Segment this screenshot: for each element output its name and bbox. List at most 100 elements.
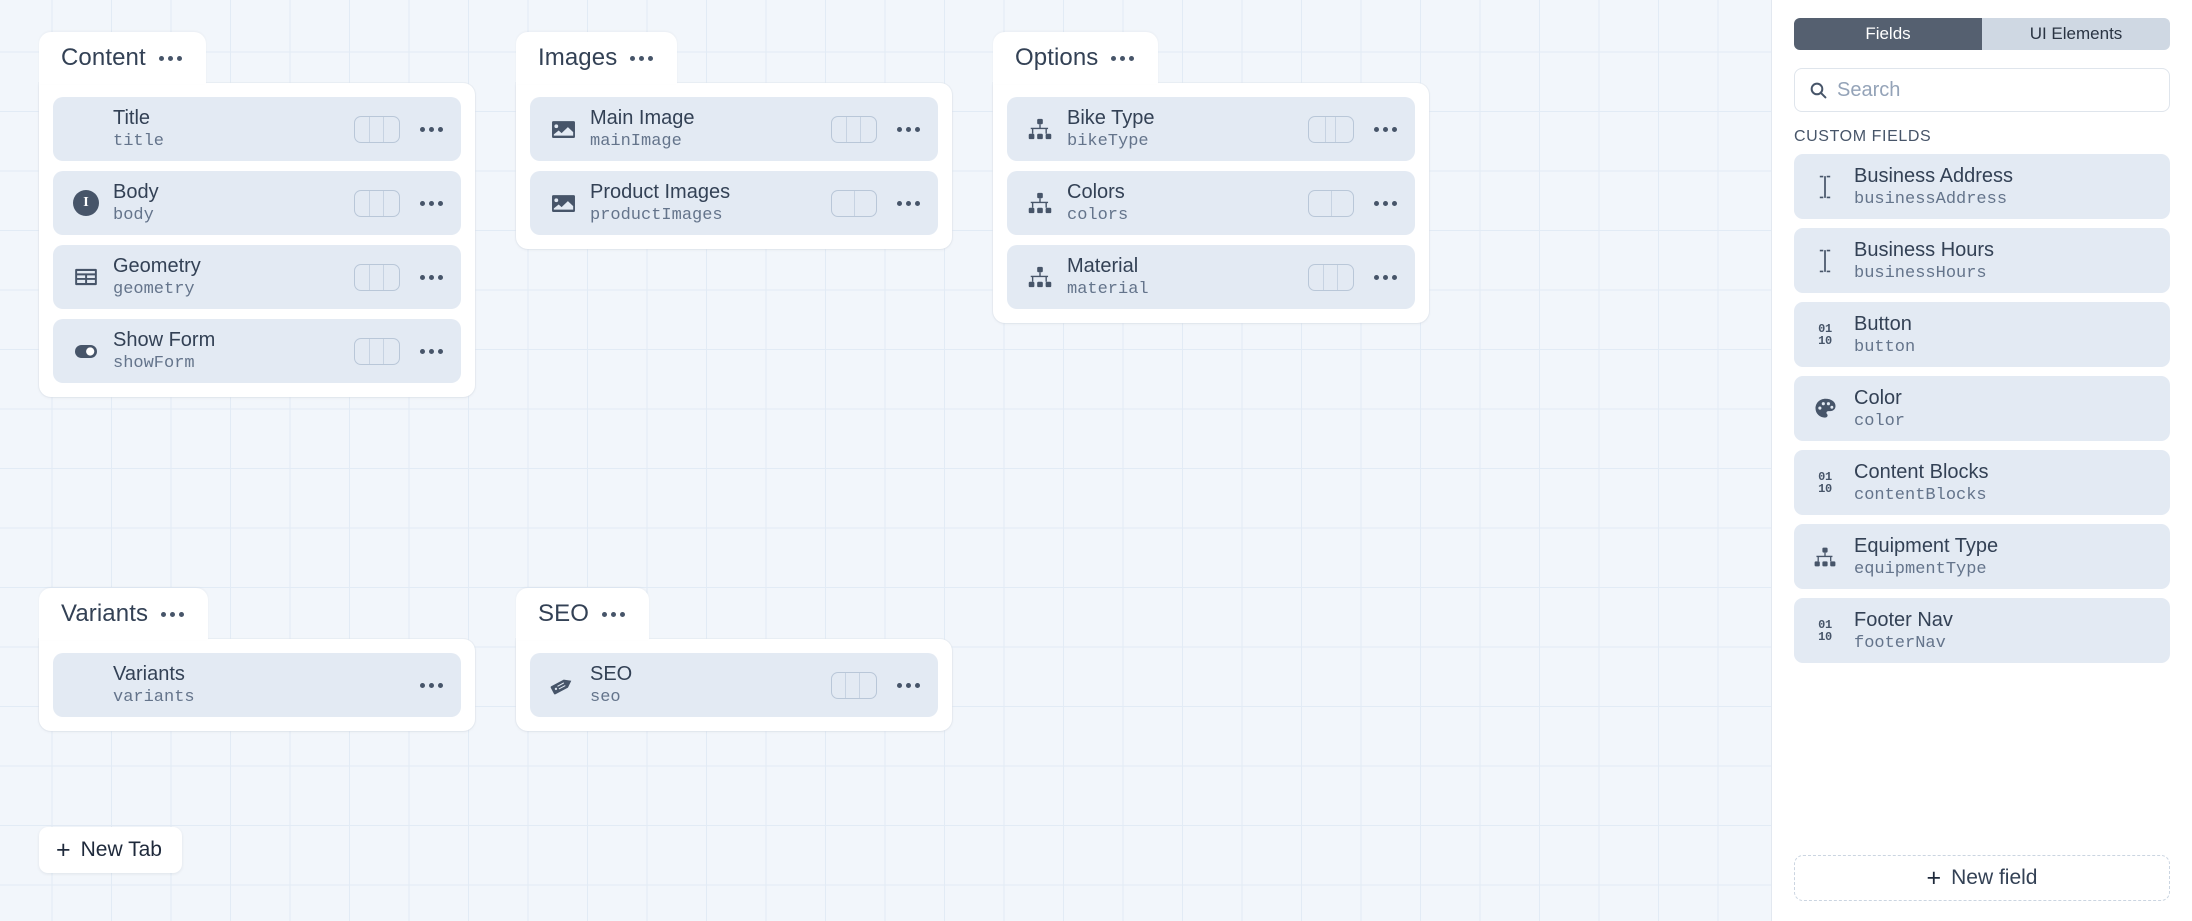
tab-group-content[interactable]: Content Title title <box>39 32 475 397</box>
field-key: showForm <box>113 354 195 373</box>
field-row[interactable]: Product Images productImages <box>530 171 938 235</box>
tab-ui-elements-label: UI Elements <box>2029 24 2123 43</box>
tab-group-body-options: Bike Type bikeType <box>993 83 1429 323</box>
field-label: Variants <box>113 663 185 685</box>
field-width-icon[interactable] <box>354 189 400 217</box>
field-width-icon[interactable] <box>354 263 400 291</box>
schema-canvas[interactable]: Content Title title <box>0 0 1771 921</box>
field-width-icon[interactable] <box>354 115 400 143</box>
no-icon <box>71 670 101 700</box>
field-row[interactable]: Title title <box>53 97 461 161</box>
field-more-options-icon[interactable] <box>420 274 443 280</box>
field-label: Geometry <box>113 255 201 277</box>
field-label: SEO <box>590 663 633 685</box>
field-row[interactable]: I Body body <box>53 171 461 235</box>
tab-group-header-content[interactable]: Content <box>39 32 206 84</box>
tab-group-variants[interactable]: Variants Variants variants <box>39 588 475 731</box>
field-row[interactable]: Variants variants <box>53 653 461 717</box>
field-width-icon[interactable] <box>831 115 877 143</box>
field-row[interactable]: Show Form showForm <box>53 319 461 383</box>
tab-group-images[interactable]: Images Main Image mainImage <box>516 32 952 249</box>
image-icon <box>548 188 578 218</box>
field-row[interactable]: Geometry geometry <box>53 245 461 309</box>
list-item-key: contentBlocks <box>1854 485 1987 505</box>
tab-group-header-seo[interactable]: SEO <box>516 588 649 640</box>
field-more-options-icon[interactable] <box>420 200 443 206</box>
field-key: mainImage <box>590 132 682 151</box>
tab-group-body-seo: SEO seo <box>516 639 952 731</box>
tab-group-header-variants[interactable]: Variants <box>39 588 209 640</box>
field-width-icon[interactable] <box>1308 115 1354 143</box>
tab-group-header-images[interactable]: Images <box>516 32 678 84</box>
field-row[interactable]: Bike Type bikeType <box>1007 97 1415 161</box>
field-more-options-icon[interactable] <box>897 682 920 688</box>
field-label: Main Image <box>590 107 695 129</box>
field-label: Title <box>113 107 151 129</box>
tab-group-body-images: Main Image mainImage Pro <box>516 83 952 249</box>
list-item[interactable]: Business Hours businessHours <box>1794 228 2170 293</box>
list-item-label: Business Hours <box>1854 238 1995 261</box>
field-more-options-icon[interactable] <box>1374 274 1397 280</box>
new-field-button[interactable]: + New field <box>1794 855 2170 901</box>
new-tab-button[interactable]: + New Tab <box>39 827 182 873</box>
sidebar-tab-group: Fields UI Elements <box>1794 18 2170 50</box>
field-key: seo <box>590 688 621 707</box>
field-width-icon[interactable] <box>831 671 877 699</box>
list-item[interactable]: Equipment Type equipmentType <box>1794 524 2170 589</box>
list-item[interactable]: Business Address businessAddress <box>1794 154 2170 219</box>
more-options-icon[interactable] <box>158 55 182 61</box>
field-more-options-icon[interactable] <box>420 682 443 688</box>
list-item-label: Equipment Type <box>1854 534 1999 557</box>
field-more-options-icon[interactable] <box>897 200 920 206</box>
tab-group-seo[interactable]: SEO SEO <box>516 588 952 731</box>
field-label: Material <box>1067 255 1139 277</box>
tab-fields-label: Fields <box>1865 24 1911 43</box>
hierarchy-icon <box>1025 188 1055 218</box>
more-options-icon[interactable] <box>1111 55 1135 61</box>
hierarchy-icon <box>1025 262 1055 292</box>
search-input[interactable] <box>1837 78 2155 102</box>
field-row[interactable]: Colors colors <box>1007 171 1415 235</box>
tab-group-body-variants: Variants variants <box>39 639 475 731</box>
field-key: colors <box>1067 206 1129 225</box>
field-more-options-icon[interactable] <box>1374 126 1397 132</box>
table-icon <box>71 262 101 292</box>
list-item-label: Button <box>1854 312 1912 335</box>
more-options-icon[interactable] <box>161 611 185 617</box>
tab-ui-elements[interactable]: UI Elements <box>1982 18 2170 50</box>
list-item-label: Color <box>1854 386 1902 409</box>
custom-fields-list[interactable]: Business Address businessAddress Busines… <box>1794 154 2170 921</box>
tab-fields[interactable]: Fields <box>1794 18 1982 50</box>
tab-group-header-options[interactable]: Options <box>993 32 1159 84</box>
field-width-icon[interactable] <box>831 189 877 217</box>
more-options-icon[interactable] <box>630 55 654 61</box>
field-more-options-icon[interactable] <box>420 126 443 132</box>
field-more-options-icon[interactable] <box>1374 200 1397 206</box>
field-row[interactable]: Main Image mainImage <box>530 97 938 161</box>
list-item-key: button <box>1854 337 1916 357</box>
field-more-options-icon[interactable] <box>897 126 920 132</box>
tab-group-title: Variants <box>61 600 149 627</box>
plus-icon: + <box>1926 864 1942 892</box>
field-width-icon[interactable] <box>1308 189 1354 217</box>
field-width-icon[interactable] <box>1308 263 1354 291</box>
field-label: Body <box>113 181 159 203</box>
field-label: Product Images <box>590 181 731 203</box>
field-key: body <box>113 206 154 225</box>
tab-group-options[interactable]: Options Bike Type <box>993 32 1429 323</box>
search-box[interactable] <box>1794 68 2170 112</box>
field-row[interactable]: Material material <box>1007 245 1415 309</box>
more-options-icon[interactable] <box>601 611 625 617</box>
field-width-icon[interactable] <box>354 337 400 365</box>
field-more-options-icon[interactable] <box>420 348 443 354</box>
hierarchy-icon <box>1025 114 1055 144</box>
image-icon <box>548 114 578 144</box>
hierarchy-icon <box>1810 542 1840 572</box>
field-row[interactable]: SEO seo <box>530 653 938 717</box>
list-item[interactable]: Color color <box>1794 376 2170 441</box>
